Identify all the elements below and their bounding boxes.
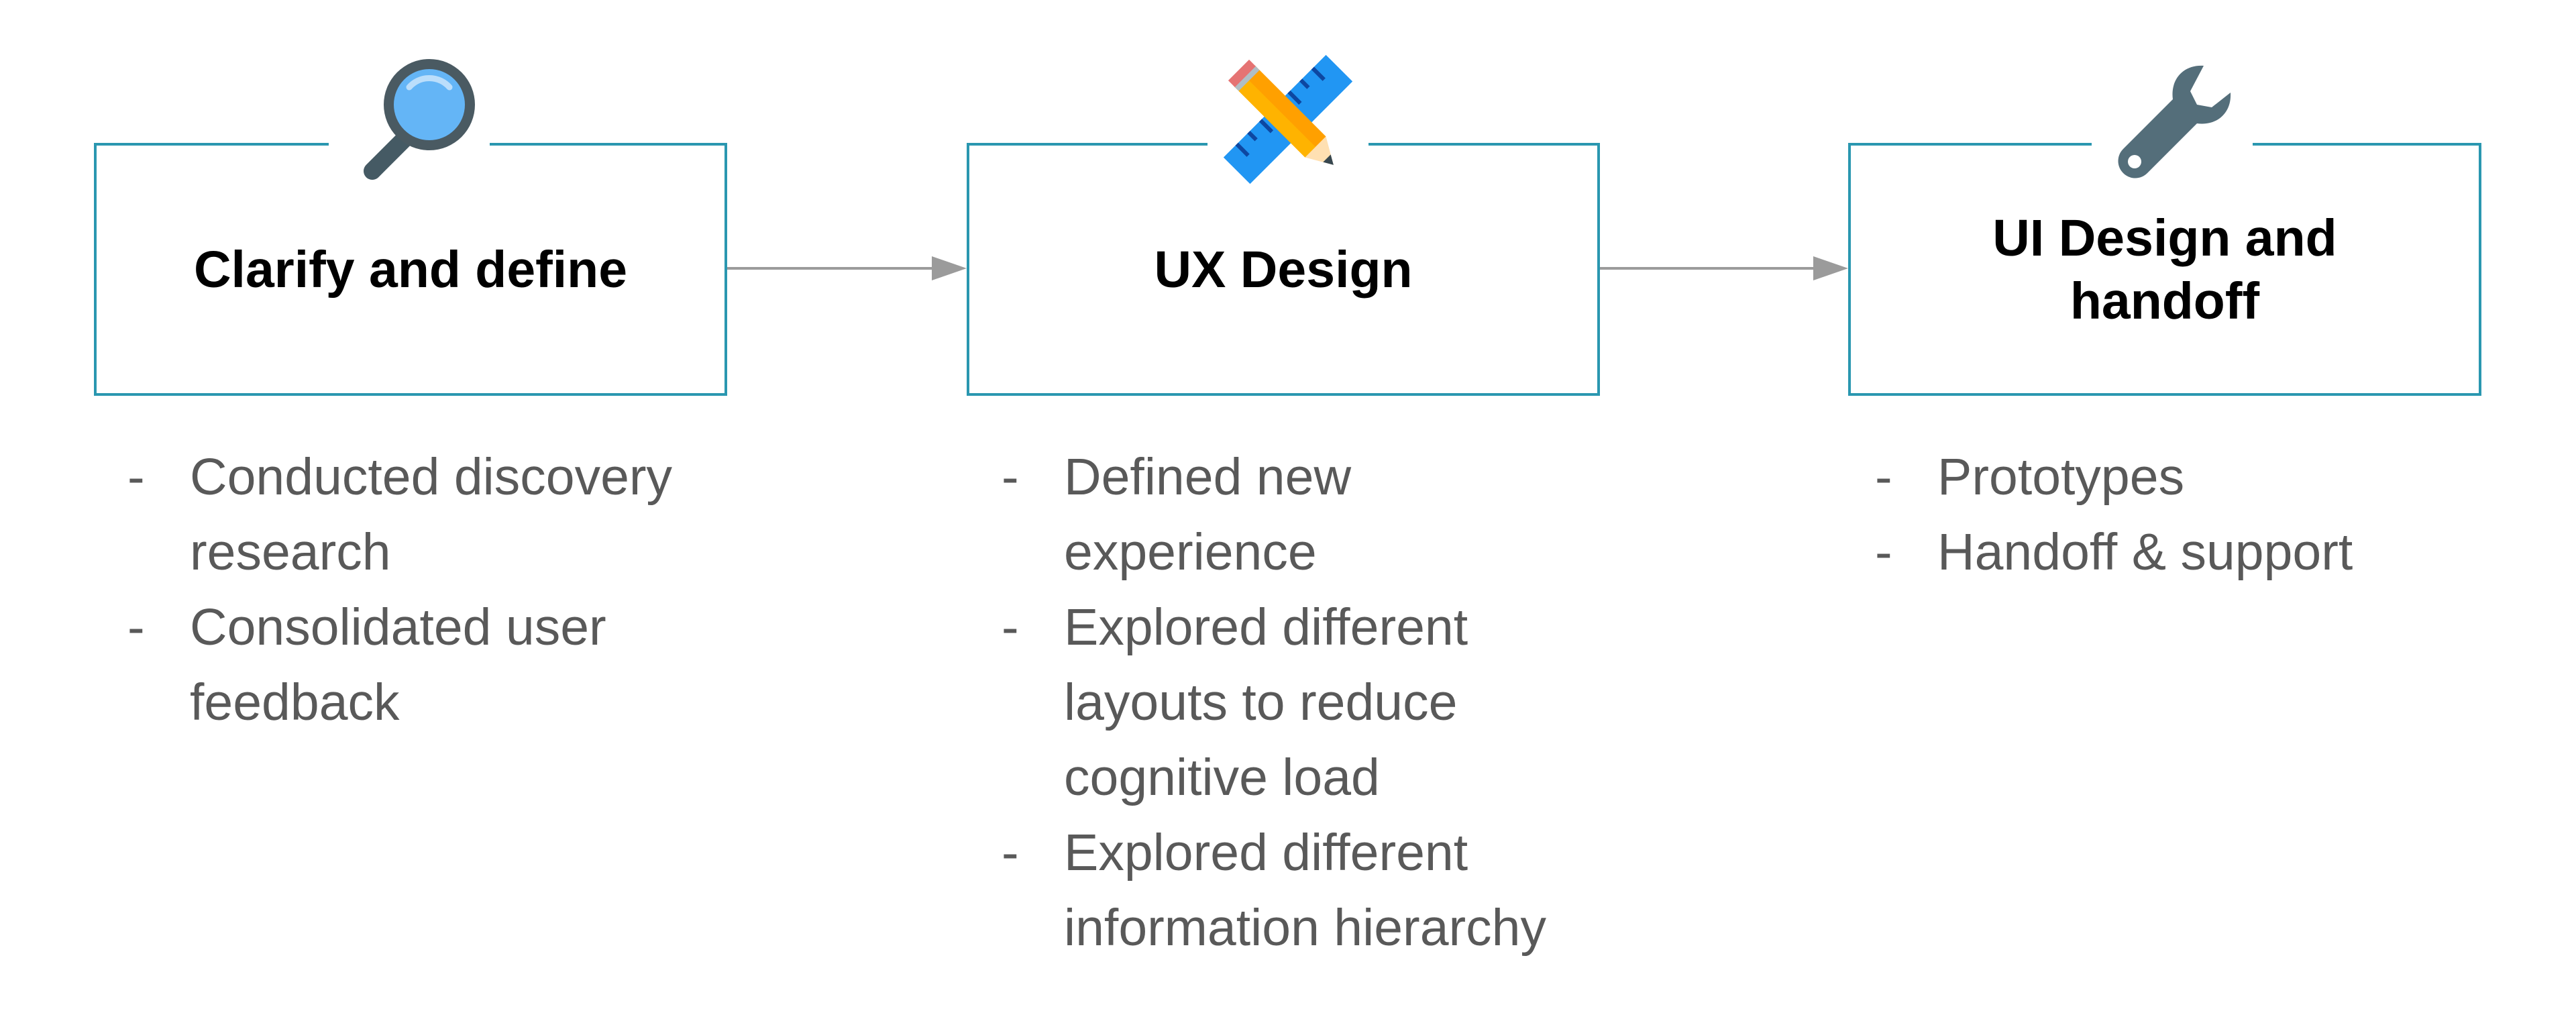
stage-title: Clarify and define (193, 240, 628, 299)
stage-box-ux-design: UX Design (967, 143, 1600, 396)
stage-box-ui-design: UI Design and handoff (1848, 143, 2481, 396)
ruler-pencil-icon (1221, 52, 1355, 186)
magnifying-glass-icon (345, 52, 480, 186)
list-item: Defined new experience (1002, 439, 1480, 590)
list-item: Handoff & support (1875, 515, 2519, 590)
list-item: Explored different information hierarchy (1002, 815, 1654, 965)
stage-box-clarify: Clarify and define (94, 143, 727, 396)
list-item: Consolidated user feedback (127, 590, 659, 740)
flow-arrow (727, 248, 967, 288)
stage-details-ui-design: Prototypes Handoff & support (1875, 439, 2519, 590)
list-item: Conducted discovery research (127, 439, 713, 590)
wrench-icon (2103, 52, 2237, 186)
stage-title: UX Design (1154, 240, 1413, 299)
list-item: Explored different layouts to reduce cog… (1002, 590, 1547, 815)
stage-details-ux-design: Defined new experience Explored differen… (1002, 439, 1646, 965)
list-item: Prototypes (1875, 439, 2519, 515)
stage-details-clarify: Conducted discovery research Consolidate… (127, 439, 731, 740)
flow-arrow (1600, 248, 1848, 288)
stage-title: UI Design and handoff (1992, 209, 2337, 330)
